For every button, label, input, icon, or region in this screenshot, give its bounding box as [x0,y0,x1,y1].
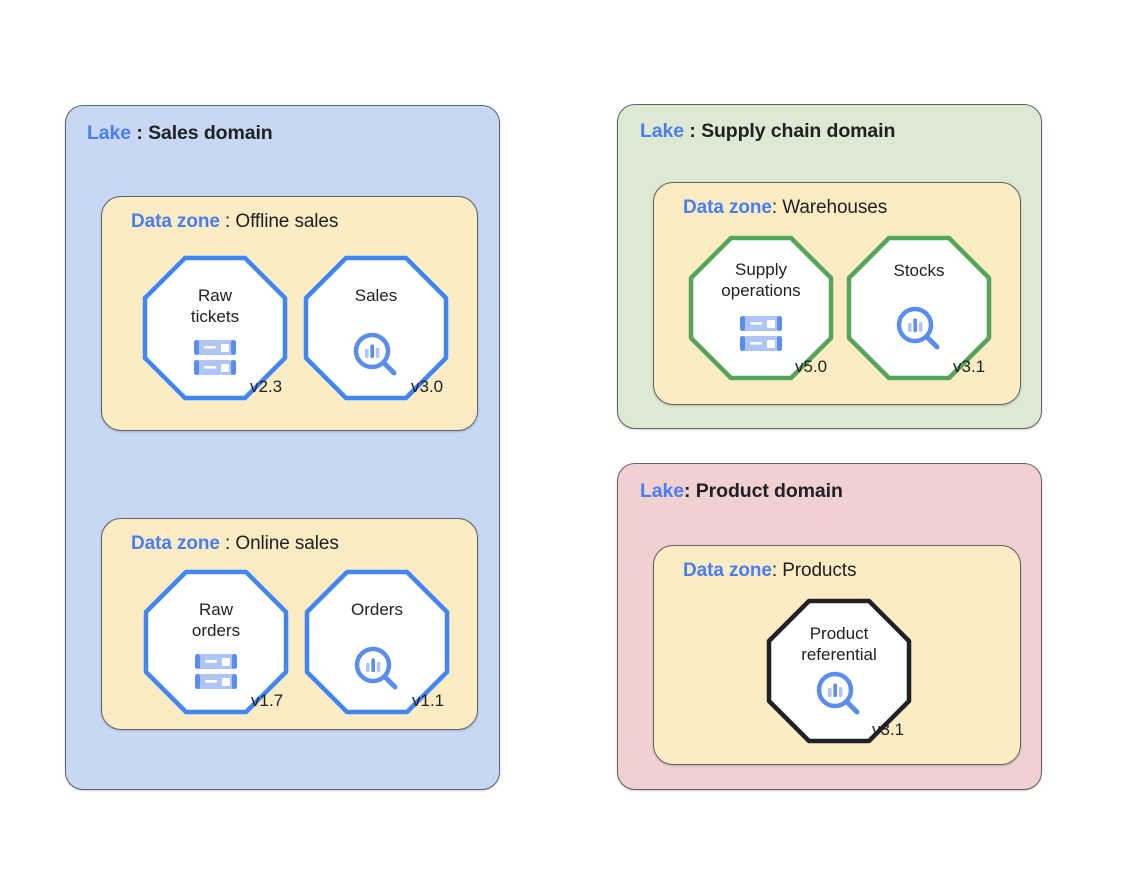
data-zone-name: Offline sales [235,211,339,232]
lake-name: Sales domain [148,122,273,144]
data-product-version: v3.1 [872,720,905,739]
data-product-version: v1.7 [251,691,284,710]
lake-separator: : [684,480,696,502]
data-zone-name: Online sales [235,533,339,554]
lake-keyword: Lake [640,120,685,142]
data-zone-keyword: Data zone [131,211,220,232]
data-zone-name: Warehouses [782,197,888,218]
octagon-shape [143,569,289,715]
lake-product-domain-title: Lake: Product domain [640,480,843,503]
data-zone-online-sales-title: Data zone : Online sales [131,533,339,555]
data-product-sales[interactable]: Sales v3.0 [303,255,449,401]
data-product-version: v5.0 [795,357,828,376]
data-product-orders[interactable]: Orders v1.1 [304,569,450,715]
octagon-shape [766,598,912,744]
data-zone-offline-sales-title: Data zone : Offline sales [131,211,338,233]
lake-keyword: Lake [87,122,132,144]
data-product-raw-tickets[interactable]: Raw tickets [142,255,288,401]
lake-name: Product domain [695,480,843,502]
database-icon [192,339,238,382]
data-zone-online-sales[interactable]: Data zone : Online sales Raw orders [101,518,478,730]
data-product-supply-operations[interactable]: Supply operations [688,235,834,381]
octagon-shape [303,255,449,401]
data-zone-name: Products [782,560,857,581]
lake-sales-domain[interactable]: Lake : Sales domain Data zone : Offline … [65,105,500,790]
data-zone-separator: : [219,533,236,554]
data-zone-products-title: Data zone: Products [683,560,856,582]
data-product-version: v3.0 [411,377,444,396]
octagon-shape [142,255,288,401]
octagon-shape [304,569,450,715]
data-zone-keyword: Data zone [683,560,772,581]
data-zone-keyword: Data zone [683,197,772,218]
analytics-search-icon [353,645,401,698]
lake-supply-chain-domain[interactable]: Lake : Supply chain domain Data zone: Wa… [617,104,1042,429]
lake-supply-chain-domain-title: Lake : Supply chain domain [640,120,895,143]
analytics-search-icon [895,305,943,358]
database-icon [193,653,239,696]
data-product-product-referential[interactable]: Product referential v3.1 [766,598,912,744]
lake-name: Supply chain domain [701,120,896,142]
lake-product-domain[interactable]: Lake: Product domain Data zone: Products… [617,463,1042,790]
octagon-shape [688,235,834,381]
data-product-raw-orders[interactable]: Raw orders [143,569,289,715]
data-product-version: v2.3 [250,377,283,396]
data-zone-offline-sales[interactable]: Data zone : Offline sales Raw tickets [101,196,478,431]
data-zone-warehouses-title: Data zone: Warehouses [683,197,887,219]
lake-sales-domain-title: Lake : Sales domain [87,122,273,145]
data-product-version: v3.1 [953,357,986,376]
data-zone-warehouses[interactable]: Data zone: Warehouses Supply operations [653,182,1021,405]
lake-separator: : [684,120,702,142]
data-zone-separator: : [771,560,783,581]
data-zone-products[interactable]: Data zone: Products Product referential [653,545,1021,765]
lake-separator: : [131,122,149,144]
data-zone-keyword: Data zone [131,533,220,554]
data-product-version: v1.1 [412,691,445,710]
lake-keyword: Lake [640,480,685,502]
data-zone-separator: : [219,211,236,232]
data-zone-separator: : [771,197,783,218]
database-icon [738,315,784,358]
data-product-stocks[interactable]: Stocks v3.1 [846,235,992,381]
analytics-search-icon [352,331,400,384]
analytics-search-icon [815,670,863,723]
